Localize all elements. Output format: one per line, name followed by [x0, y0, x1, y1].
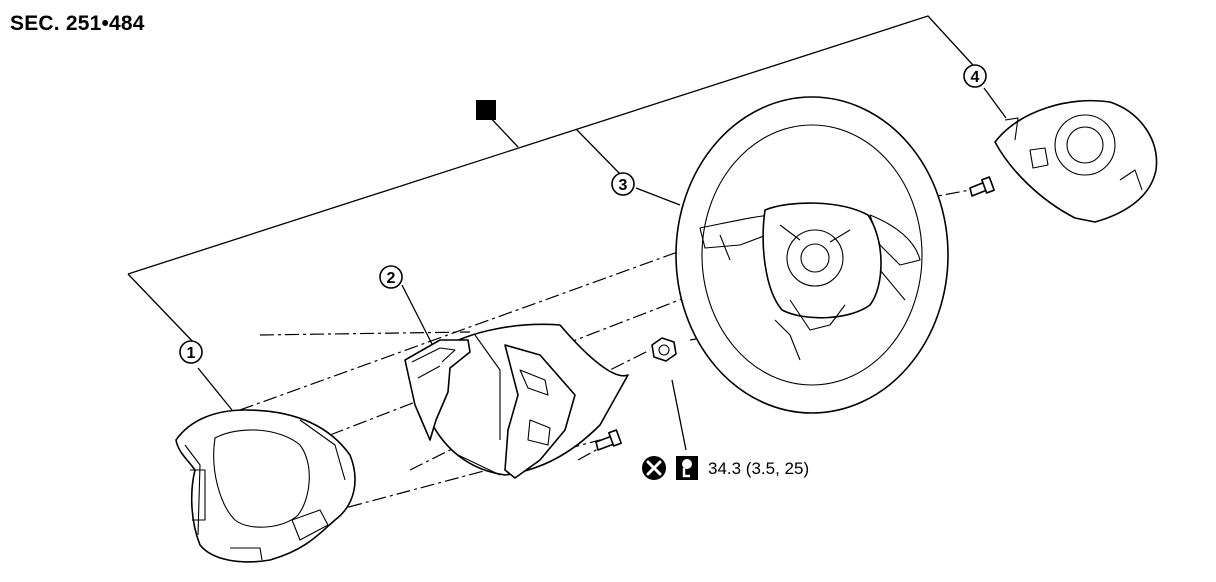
part-2-switch-assembly: [404, 323, 629, 479]
svg-text:1: 1: [187, 345, 196, 362]
bolt-upper-right: [969, 176, 995, 197]
svg-text:4: 4: [971, 69, 980, 86]
callout-4: 4: [963, 64, 987, 88]
black-square-icon: [476, 100, 496, 120]
bolt-lower: [595, 429, 622, 451]
torque-spec-label: 34.3 (3.5, 25): [708, 459, 809, 478]
x-circle-icon: [642, 456, 666, 480]
callout-3: 3: [611, 172, 635, 196]
callout-1: 1: [179, 340, 203, 364]
section-code: SEC. 251•484: [10, 12, 145, 35]
steering-nut: [651, 337, 677, 362]
part-3-steering-wheel: [675, 96, 949, 414]
svg-text:3: 3: [619, 177, 628, 194]
part-1-lower-finisher: [175, 409, 356, 563]
part-4-rear-cover: [994, 99, 1158, 223]
callout-2: 2: [379, 265, 403, 289]
svg-text:2: 2: [387, 270, 396, 287]
torque-wrench-icon: [676, 456, 698, 480]
fasteners: [595, 176, 995, 451]
